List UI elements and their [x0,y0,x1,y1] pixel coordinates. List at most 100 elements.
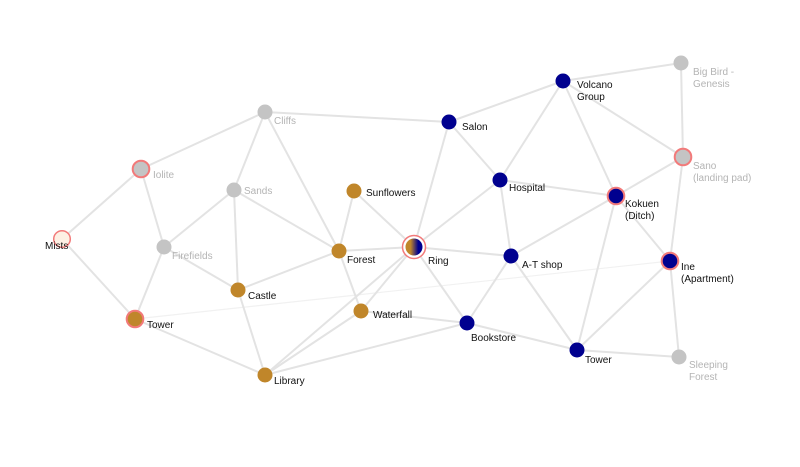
node-label-line: Ine [681,262,695,273]
node-label-line: Salon [462,122,488,133]
node-dot [156,239,172,255]
node-label-library: Library [274,376,305,387]
node-sands[interactable] [226,182,242,198]
edge-sano-landing-pad-to-ine-apartment [669,156,684,262]
node-label-tower-right: Tower [585,355,612,366]
node-label-line: Group [577,92,605,103]
node-dot [257,104,273,120]
node-library[interactable] [257,367,273,383]
node-mists[interactable] [52,229,72,249]
edge-big-bird-genesis-to-sano-landing-pad [680,62,684,158]
edge-ine-apartment-to-sleeping-forest [669,260,680,358]
node-sleeping-forest[interactable] [671,349,687,365]
node-dot [492,172,508,188]
node-label-sunflowers: Sunflowers [366,188,415,199]
node-label-line: Sands [244,186,272,197]
node-iolite[interactable] [131,159,151,179]
edge-mists-to-iolite [61,168,142,240]
node-label-line: Genesis [693,79,730,90]
node-dot [459,315,475,331]
node-dot [257,367,273,383]
node-ine-apartment[interactable] [660,251,680,271]
edge-at-shop-to-bookstore [466,255,512,324]
node-forest[interactable] [331,243,347,259]
edge-ring-to-salon [413,121,450,248]
node-at-shop[interactable] [503,248,519,264]
node-volcano-group[interactable] [555,73,571,89]
edge-salon-to-volcano-group [448,80,564,123]
node-dot [230,282,246,298]
node-label-line: Forest [689,372,718,383]
edge-ring-to-hospital [413,179,501,248]
nodes-layer [52,55,693,383]
node-label-line: Firefields [172,251,213,262]
node-label-line: Sleeping [689,360,728,371]
node-dot [503,248,519,264]
edge-sunflowers-to-ring [353,190,415,248]
node-tower-left[interactable] [125,309,145,329]
node-sunflowers[interactable] [346,183,362,199]
node-label-line: Kokuen [625,199,659,210]
edge-castle-to-library [237,289,266,376]
node-waterfall[interactable] [353,303,369,319]
edge-tower-right-to-sleeping-forest [576,349,680,358]
node-label-line: Forest [347,255,376,266]
node-dot [226,182,242,198]
node-label-at-shop: A-T shop [522,260,563,271]
node-label-waterfall: Waterfall [373,310,412,321]
node-label-line: Castle [248,291,277,302]
node-castle[interactable] [230,282,246,298]
edge-volcano-group-to-sano-landing-pad [562,80,684,158]
edge-hospital-to-volcano-group [499,80,564,181]
node-dot [353,303,369,319]
node-dot [331,243,347,259]
edge-iolite-to-firefields [140,168,165,248]
node-label-salon: Salon [462,122,488,133]
node-dot [52,229,72,249]
node-dot [405,238,423,256]
node-ring[interactable] [401,234,427,260]
node-dot [569,342,585,358]
node-label-line: Mists [45,241,68,252]
node-label-kokuen-ditch: Kokuen(Ditch) [625,199,659,222]
edge-ine-apartment-to-tower-right [576,260,671,351]
node-label-firefields: Firefields [172,251,213,262]
node-label-iolite: Iolite [153,170,175,181]
node-label-big-bird-genesis: Big Bird -Genesis [693,67,734,90]
edge-cliffs-to-salon [264,111,450,123]
node-big-bird-genesis[interactable] [673,55,689,71]
edge-hospital-to-at-shop [499,179,512,257]
node-label-sano-landing-pad: Sano(landing pad) [693,161,751,184]
node-label-tower-left: Tower [147,320,174,331]
node-label-sands: Sands [244,186,272,197]
edge-library-to-bookstore [264,322,468,376]
node-label-line: Hospital [509,183,545,194]
node-sano-landing-pad[interactable] [673,147,693,167]
node-label-cliffs: Cliffs [274,116,296,127]
node-salon[interactable] [441,114,457,130]
node-bookstore[interactable] [459,315,475,331]
node-dot [441,114,457,130]
edge-bookstore-to-tower-right [466,322,578,351]
node-tower-right[interactable] [569,342,585,358]
edge-iolite-to-cliffs [140,111,266,170]
edge-cliffs-to-sands [233,111,266,191]
edge-firefields-to-castle [163,246,239,291]
node-hospital[interactable] [492,172,508,188]
node-dot [346,183,362,199]
node-label-hospital: Hospital [509,183,545,194]
node-label-line: Library [274,376,305,387]
node-dot [673,55,689,71]
node-cliffs[interactable] [257,104,273,120]
edge-kokuen-ditch-to-tower-right [576,195,617,351]
node-label-ring: Ring [428,256,449,267]
edge-ring-to-bookstore [413,246,468,324]
node-firefields[interactable] [156,239,172,255]
edge-salon-to-hospital [448,121,501,181]
node-label-ine-apartment: Ine(Apartment) [681,262,734,285]
node-label-line: A-T shop [522,260,563,271]
node-kokuen-ditch[interactable] [606,186,626,206]
